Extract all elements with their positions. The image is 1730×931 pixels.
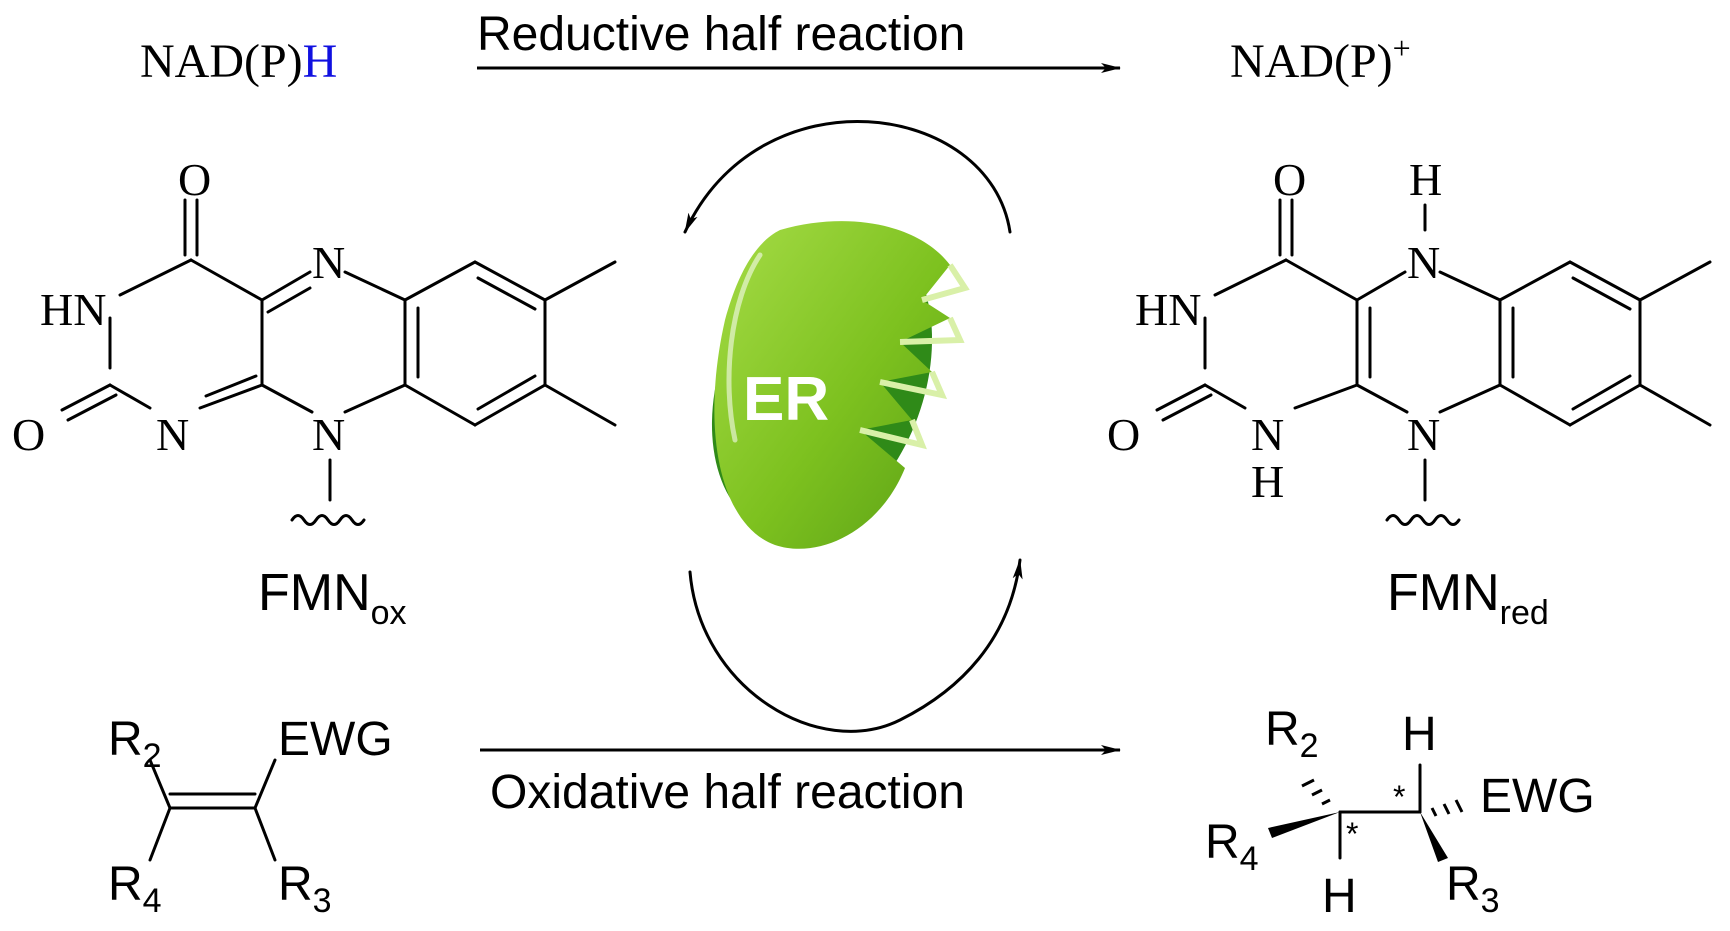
enzyme-er: ER: [711, 221, 970, 549]
product-r4: R4: [1205, 816, 1259, 878]
fmn-red-atom-n-top: N: [1407, 237, 1440, 288]
fmn-red-atom-h-bottom: H: [1251, 456, 1284, 507]
fmn-red-atom-n-bottom: N: [1251, 409, 1284, 460]
fmn-red-structure: H O N HN O N H N FMNred: [1107, 154, 1712, 632]
alkene-r4: R4: [108, 858, 162, 920]
reductive-half-reaction-label: Reductive half reaction: [477, 8, 965, 61]
enzyme-body: [714, 221, 950, 549]
product-stereocenter-1: *: [1393, 779, 1405, 815]
alkene-r3: R3: [278, 858, 332, 920]
fmn-red-atom-o-top: O: [1273, 154, 1306, 205]
nadph-label: NAD(P)H: [140, 35, 337, 88]
fmn-ox-label: FMNox: [258, 564, 407, 632]
enzyme-shine: [726, 252, 763, 443]
fmn-red-atom-hn: HN: [1135, 284, 1201, 335]
fmn-red-atom-o-left: O: [1107, 409, 1140, 460]
product-stereocenter-2: *: [1346, 816, 1358, 852]
product-ewg: EWG: [1480, 770, 1595, 823]
fmn-ox-atom-n-bottom: N: [156, 409, 189, 460]
reductive-half-reaction: NAD(P)H Reductive half reaction NAD(P)+: [140, 8, 1411, 88]
nadp-plus-label: NAD(P)+: [1230, 30, 1411, 88]
fmn-red-atom-h-top: H: [1409, 154, 1442, 205]
product-h-bottom: H: [1322, 870, 1357, 923]
fmn-red-label: FMNred: [1387, 564, 1549, 632]
enzyme-notch-highlight: [859, 263, 970, 450]
cycle-arrow-lower: [688, 558, 1023, 733]
fmn-ox-structure: O HN N O N N FMNox: [12, 154, 617, 632]
oxidative-half-reaction: Oxidative half reaction: [480, 745, 1121, 819]
alkene-ewg: EWG: [278, 713, 393, 766]
fmn-red-atom-n-center: N: [1407, 409, 1440, 460]
reduced-product: R2 H * * EWG R4 H R3: [1205, 703, 1595, 923]
cycle-arrow-upper: [683, 120, 1012, 234]
alkene-substrate: R2 EWG R4 R3: [108, 713, 393, 920]
fmn-ox-atom-o-left: O: [12, 409, 45, 460]
product-h-top: H: [1402, 708, 1437, 761]
product-r3: R3: [1446, 858, 1500, 920]
alkene-r2: R2: [108, 713, 162, 775]
product-r2: R2: [1265, 703, 1319, 765]
enzyme-label: ER: [743, 365, 829, 434]
fmn-ox-atom-n-center: N: [312, 409, 345, 460]
fmn-ox-atom-n-top: N: [312, 237, 345, 288]
fmn-ox-atom-hn: HN: [40, 284, 106, 335]
fmn-ox-atom-o-top: O: [178, 154, 211, 205]
cycle-arrows: [683, 120, 1023, 733]
oxidative-half-reaction-label: Oxidative half reaction: [490, 766, 965, 819]
